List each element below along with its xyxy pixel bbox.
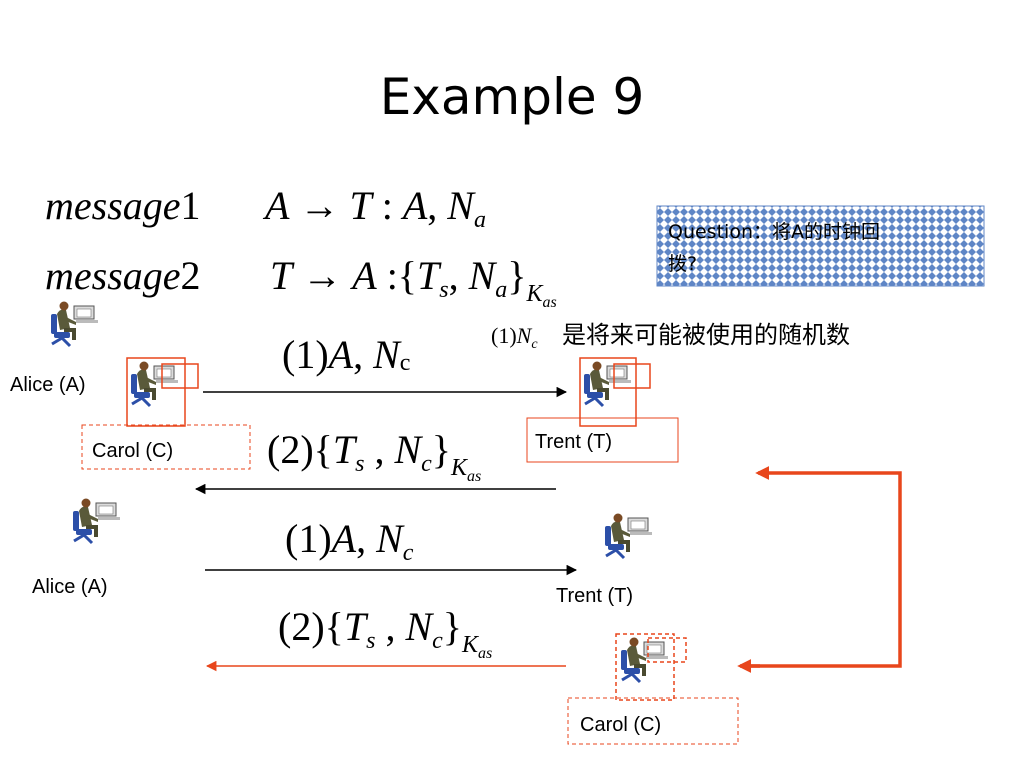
question-box: Question：将A的时钟回 拨? bbox=[656, 205, 985, 287]
carol-bottom-label: Carol (C) bbox=[580, 714, 661, 736]
carol-top-label: Carol (C) bbox=[92, 440, 173, 462]
message-2-field-t: T bbox=[417, 253, 442, 298]
message-2-field-n: N bbox=[468, 253, 498, 298]
message-2-key: K bbox=[525, 281, 544, 307]
top-arrow-2-label: (2){Ts , Nc}Kas bbox=[267, 427, 481, 485]
carol-bottom-label-box bbox=[567, 697, 739, 745]
message-2-field-n-sub: a bbox=[495, 277, 507, 303]
message-1-sender: A bbox=[262, 183, 290, 228]
svg-text:message2: message2 bbox=[45, 253, 201, 298]
svg-text:message1: message1 bbox=[45, 183, 201, 228]
alice-bottom-person-icon bbox=[71, 497, 122, 545]
carol-bottom-computer-box bbox=[647, 637, 687, 663]
message-1-number: 1 bbox=[181, 183, 201, 228]
question-box-background bbox=[656, 205, 985, 287]
message-2-sender: T bbox=[270, 253, 295, 298]
message-1-field-n-sub: a bbox=[474, 207, 486, 233]
carol-top-highlight-box bbox=[126, 357, 186, 427]
carol-top-person-icon bbox=[129, 360, 180, 408]
message-2-close: } bbox=[507, 253, 526, 298]
message-2: message2 T → A :{Ts, Na}Kas bbox=[45, 253, 557, 311]
carol-bottom-person-icon bbox=[619, 636, 670, 684]
trent-top-label-box bbox=[526, 417, 679, 463]
svg-text:(1)Nc: (1)Nc bbox=[491, 323, 538, 352]
carol-top-computer-box bbox=[161, 363, 199, 389]
carol-top-label-box bbox=[81, 424, 251, 470]
nonce-note-text: 是将来可能被使用的随机数 bbox=[562, 321, 850, 349]
trent-top-computer-box bbox=[613, 363, 651, 389]
message-2-number: 2 bbox=[181, 253, 201, 298]
question-line-1: Question：将A的时钟回 bbox=[668, 221, 880, 243]
message-2-field-t-sub: s bbox=[439, 277, 448, 303]
message-2-word: message bbox=[45, 253, 181, 298]
svg-text:A → T : A, Na: A → T : A, Na bbox=[262, 183, 486, 233]
svg-text:T → A :{Ts, Na}Kas: T → A :{Ts, Na}Kas bbox=[270, 253, 557, 311]
message-1-field-n: N bbox=[446, 183, 476, 228]
nonce-note-sub: c bbox=[531, 337, 538, 352]
message-1-field-a: A bbox=[400, 183, 428, 228]
message-2-receiver: A bbox=[349, 253, 377, 298]
top-arrow-1-label: (1)A, Nc bbox=[282, 332, 410, 377]
alice-top-person-icon bbox=[49, 300, 100, 348]
message-1-word: message bbox=[45, 183, 181, 228]
bottom-arrow-2-label: (2){Ts , Nc}Kas bbox=[278, 604, 492, 662]
nonce-note-n: N bbox=[516, 323, 533, 348]
alice-bottom-label: Alice (A) bbox=[32, 576, 108, 598]
trent-top-label: Trent (T) bbox=[535, 431, 612, 453]
carol-bottom-highlight-box bbox=[615, 633, 675, 701]
message-1: message1 A → T : A, Na bbox=[45, 183, 486, 233]
alice-top-label: Alice (A) bbox=[10, 374, 86, 396]
message-2-separator: :{ bbox=[377, 253, 417, 298]
trent-bottom-label: Trent (T) bbox=[556, 585, 633, 607]
message-1-separator: : bbox=[372, 183, 403, 228]
message-1-receiver: T bbox=[349, 183, 374, 228]
message-2-key-sub: as bbox=[543, 294, 557, 311]
trent-top-highlight-box bbox=[579, 357, 637, 427]
bottom-arrow-1-label: (1)A, Nc bbox=[285, 516, 414, 566]
slide-title: Example 9 bbox=[380, 68, 645, 126]
question-line-2: 拨? bbox=[668, 253, 697, 275]
trent-top-person-icon bbox=[582, 360, 633, 408]
nonce-note: (1)Nc 是将来可能被使用的随机数 bbox=[491, 321, 850, 352]
trent-bottom-person-icon bbox=[603, 512, 654, 560]
nonce-note-prefix: (1) bbox=[491, 323, 517, 348]
replay-bracket-arrow bbox=[743, 466, 902, 668]
